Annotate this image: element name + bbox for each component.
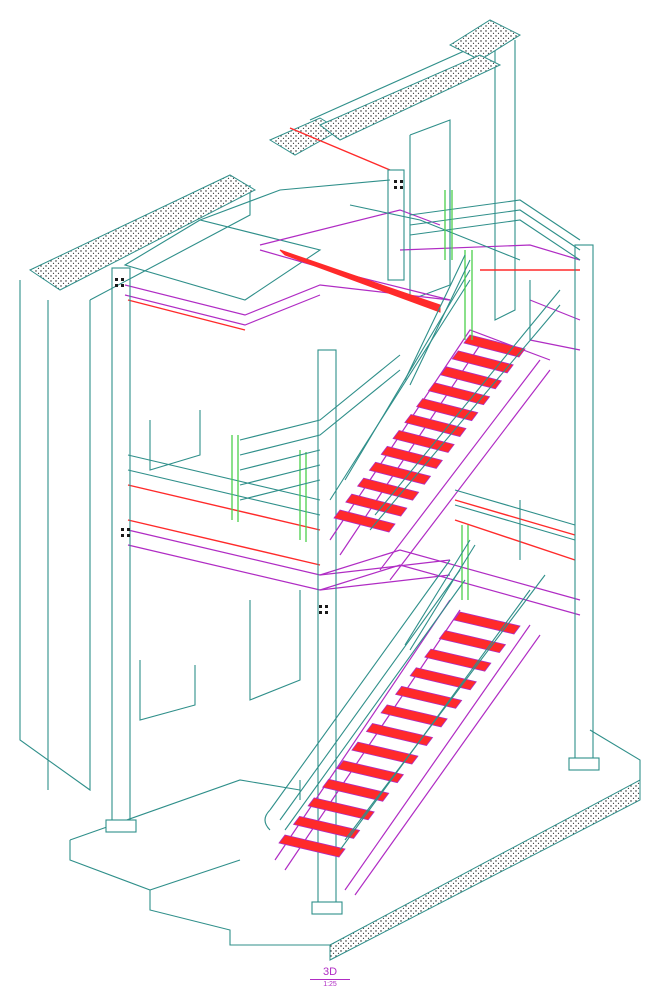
stair-tread <box>438 630 507 654</box>
lower-flight <box>264 559 546 896</box>
stair-tread <box>345 493 408 517</box>
stair-tread <box>365 723 434 746</box>
upper-flight <box>329 269 561 581</box>
stair-tread <box>292 815 361 839</box>
base-plate-left <box>105 819 137 833</box>
right-top-slab <box>448 19 522 61</box>
stair-tread <box>451 350 514 374</box>
column-front-left <box>111 267 131 829</box>
handrails <box>404 254 476 651</box>
green-posts <box>231 190 473 600</box>
column-back <box>387 169 405 281</box>
column-front-right <box>574 244 594 766</box>
stair-tread <box>463 334 526 358</box>
stair-tread <box>380 704 448 728</box>
stair-tread <box>333 509 396 533</box>
middle-landing-railing <box>239 354 576 560</box>
view-title: 3D <box>310 966 350 980</box>
left-wall-slab <box>28 174 257 291</box>
columns <box>105 169 600 915</box>
upper-wall-slab <box>319 54 502 141</box>
stair-tread <box>394 685 463 709</box>
view-scale: 1:25 <box>323 981 337 988</box>
stair-tread <box>439 366 503 390</box>
stair-tread <box>409 667 477 691</box>
middle-landing <box>127 454 581 616</box>
stair-tread <box>368 461 432 485</box>
stair-tread <box>427 382 491 406</box>
stair-tread <box>307 797 375 821</box>
back-walls <box>19 34 516 792</box>
view-caption: 3D 1:25 <box>310 966 350 989</box>
stair-tread <box>416 398 479 422</box>
floor-slab-edge <box>329 779 641 961</box>
base-plate-right <box>568 757 600 771</box>
right-upper-landing <box>349 190 581 351</box>
stair-tread <box>336 760 405 784</box>
stair-tread <box>453 611 521 635</box>
concrete-slabs <box>28 19 641 961</box>
upper-landing <box>123 127 451 331</box>
stair-tread <box>404 414 467 437</box>
stair-tread <box>278 834 346 858</box>
stair-tread <box>351 741 419 765</box>
stair-tread <box>322 778 390 802</box>
stair-tread <box>356 477 420 501</box>
stair-tread <box>380 445 443 469</box>
base-plate-middle <box>311 901 343 915</box>
lower-flight-treads <box>278 611 521 858</box>
stair-tread <box>392 430 455 453</box>
